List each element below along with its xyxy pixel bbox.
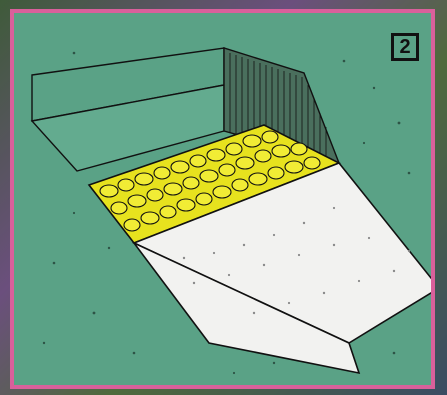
step-number-badge: 2 (391, 33, 419, 61)
illustration-panel: 2 (10, 9, 435, 389)
excavation-diagram (14, 13, 431, 385)
